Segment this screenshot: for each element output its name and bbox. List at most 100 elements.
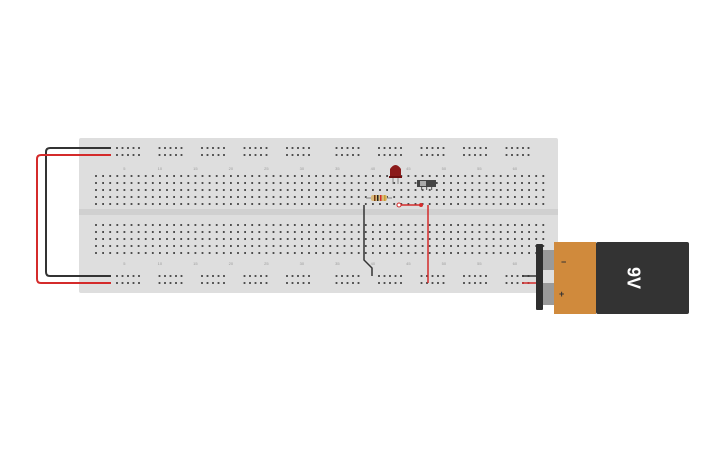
breadboard-hole[interactable] xyxy=(478,175,481,177)
breadboard-hole[interactable] xyxy=(258,182,261,184)
breadboard-hole[interactable] xyxy=(336,182,339,184)
breadboard-hole[interactable] xyxy=(379,245,381,247)
breadboard-hole[interactable] xyxy=(343,245,346,247)
breadboard-hole[interactable] xyxy=(341,282,343,284)
breadboard-hole[interactable] xyxy=(383,275,386,277)
breadboard-hole[interactable] xyxy=(144,175,147,177)
breadboard-hole[interactable] xyxy=(121,147,124,149)
breadboard-hole[interactable] xyxy=(206,154,209,156)
breadboard-hole[interactable] xyxy=(286,189,289,191)
breadboard-hole[interactable] xyxy=(386,238,388,240)
breadboard-hole[interactable] xyxy=(506,196,509,198)
breadboard-hole[interactable] xyxy=(293,224,296,226)
breadboard-hole[interactable] xyxy=(322,182,325,184)
breadboard-hole[interactable] xyxy=(542,231,545,233)
breadboard-hole[interactable] xyxy=(208,182,211,184)
breadboard-hole[interactable] xyxy=(151,182,154,184)
breadboard-hole[interactable] xyxy=(293,245,296,247)
breadboard-hole[interactable] xyxy=(336,189,339,191)
breadboard-hole[interactable] xyxy=(535,224,538,226)
black-ground-wire[interactable] xyxy=(363,205,373,276)
breadboard-hole[interactable] xyxy=(511,282,513,284)
breadboard-hole[interactable] xyxy=(123,231,126,233)
breadboard-hole[interactable] xyxy=(437,154,439,156)
breadboard-hole[interactable] xyxy=(279,238,282,240)
breadboard-hole[interactable] xyxy=(201,147,203,149)
breadboard-hole[interactable] xyxy=(279,224,282,226)
breadboard-hole[interactable] xyxy=(471,252,474,254)
breadboard-hole[interactable] xyxy=(95,196,97,198)
breadboard-hole[interactable] xyxy=(336,231,339,233)
breadboard-hole[interactable] xyxy=(132,154,135,156)
breadboard-hole[interactable] xyxy=(201,275,203,277)
breadboard-hole[interactable] xyxy=(286,282,288,284)
breadboard-hole[interactable] xyxy=(109,224,112,226)
breadboard-hole[interactable] xyxy=(329,196,332,198)
breadboard-hole[interactable] xyxy=(394,282,397,284)
breadboard-hole[interactable] xyxy=(308,182,310,184)
breadboard-hole[interactable] xyxy=(372,224,374,226)
breadboard-hole[interactable] xyxy=(315,175,317,177)
breadboard-hole[interactable] xyxy=(527,154,530,156)
breadboard-hole[interactable] xyxy=(159,252,161,254)
breadboard-hole[interactable] xyxy=(535,238,538,240)
breadboard-hole[interactable] xyxy=(265,231,268,233)
breadboard-hole[interactable] xyxy=(151,245,154,247)
breadboard-hole[interactable] xyxy=(499,196,502,198)
breadboard-hole[interactable] xyxy=(95,189,97,191)
breadboard-hole[interactable] xyxy=(308,224,310,226)
breadboard-hole[interactable] xyxy=(180,238,183,240)
breadboard-hole[interactable] xyxy=(265,147,268,149)
breadboard-hole[interactable] xyxy=(279,196,282,198)
breadboard-hole[interactable] xyxy=(479,147,482,149)
breadboard-hole[interactable] xyxy=(102,196,104,198)
breadboard-hole[interactable] xyxy=(528,196,530,198)
breadboard-hole[interactable] xyxy=(291,147,294,149)
breadboard-hole[interactable] xyxy=(521,231,523,233)
breadboard-hole[interactable] xyxy=(206,275,209,277)
breadboard-hole[interactable] xyxy=(479,282,482,284)
breadboard-hole[interactable] xyxy=(492,182,495,184)
breadboard-hole[interactable] xyxy=(478,203,481,205)
breadboard-hole[interactable] xyxy=(258,245,261,247)
breadboard-hole[interactable] xyxy=(528,245,530,247)
breadboard-hole[interactable] xyxy=(116,182,119,184)
breadboard-hole[interactable] xyxy=(222,182,225,184)
breadboard-hole[interactable] xyxy=(379,238,381,240)
breadboard-hole[interactable] xyxy=(357,245,360,247)
breadboard-hole[interactable] xyxy=(364,189,367,191)
breadboard-hole[interactable] xyxy=(521,189,523,191)
breadboard-hole[interactable] xyxy=(357,238,360,240)
breadboard-hole[interactable] xyxy=(121,282,124,284)
breadboard-hole[interactable] xyxy=(272,189,275,191)
breadboard-hole[interactable] xyxy=(159,245,161,247)
breadboard-hole[interactable] xyxy=(357,189,360,191)
breadboard-hole[interactable] xyxy=(208,196,211,198)
breadboard-hole[interactable] xyxy=(230,245,232,247)
breadboard-hole[interactable] xyxy=(95,252,97,254)
breadboard-hole[interactable] xyxy=(254,154,257,156)
breadboard-hole[interactable] xyxy=(175,282,177,284)
breadboard-hole[interactable] xyxy=(201,252,204,254)
breadboard-hole[interactable] xyxy=(457,224,459,226)
breadboard-hole[interactable] xyxy=(187,189,190,191)
breadboard-hole[interactable] xyxy=(535,182,538,184)
breadboard-hole[interactable] xyxy=(400,182,403,184)
breadboard-hole[interactable] xyxy=(506,252,509,254)
breadboard-hole[interactable] xyxy=(158,154,161,156)
breadboard-hole[interactable] xyxy=(169,147,172,149)
breadboard-hole[interactable] xyxy=(343,231,346,233)
breadboard-hole[interactable] xyxy=(194,196,197,198)
breadboard-hole[interactable] xyxy=(322,231,325,233)
breadboard-hole[interactable] xyxy=(293,196,296,198)
breadboard-hole[interactable] xyxy=(127,275,129,277)
breadboard-hole[interactable] xyxy=(159,224,161,226)
breadboard-hole[interactable] xyxy=(251,252,254,254)
breadboard-hole[interactable] xyxy=(116,231,119,233)
breadboard-hole[interactable] xyxy=(194,245,197,247)
breadboard-hole[interactable] xyxy=(180,282,183,284)
breadboard-hole[interactable] xyxy=(426,147,428,149)
breadboard-hole[interactable] xyxy=(297,154,299,156)
breadboard-hole[interactable] xyxy=(159,175,161,177)
breadboard-hole[interactable] xyxy=(166,238,168,240)
